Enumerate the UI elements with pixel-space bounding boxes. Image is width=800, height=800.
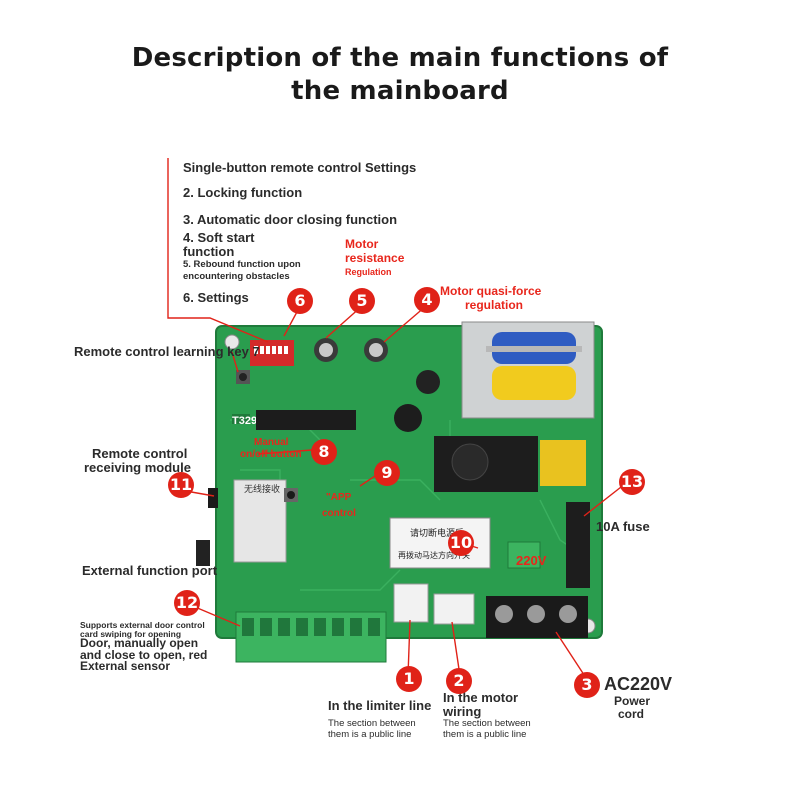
v220-label: 220V	[516, 553, 547, 568]
motor-wiring-label-1: In the motor	[443, 690, 519, 705]
app-label-1: "APP	[326, 492, 352, 503]
learning-key-label: Remote control learning key 7	[74, 344, 260, 359]
power-label-2: cord	[618, 707, 645, 721]
model-label: T329	[232, 415, 257, 427]
fuse-holder	[566, 502, 590, 588]
limiter-note-1: The section between	[328, 718, 416, 729]
door-label-1: Door, manually open	[80, 636, 199, 650]
quasi-force-label-2: regulation	[465, 298, 524, 312]
dip-item-1: Single-button remote control Settings	[183, 160, 417, 175]
receiving-label-1: Remote control	[92, 446, 188, 461]
module-text: 无线接收	[244, 483, 280, 494]
badge-11: 11	[168, 472, 194, 498]
badge-4: 4	[414, 287, 440, 313]
motor-note-2: them is a public line	[443, 729, 527, 740]
sensor-label: External sensor	[80, 659, 171, 673]
badge-5: 5	[349, 288, 375, 314]
dip-item-3: 3. Automatic door closing function	[183, 212, 398, 227]
power-terminal	[486, 596, 588, 638]
app-label-2: control	[322, 508, 356, 519]
dip-item-2: 2. Locking function	[183, 185, 303, 200]
badge-1: 1	[396, 666, 422, 692]
motor-resistance-label-2: resistance	[345, 251, 405, 265]
quasi-force-label-1: Motor quasi-force	[440, 284, 542, 298]
badge-10: 10	[448, 530, 474, 556]
badge-6: 6	[287, 288, 313, 314]
power-label-1: Power	[614, 694, 651, 708]
receiving-label-2: receiving module	[84, 460, 191, 475]
badge-13: 13	[619, 469, 645, 495]
door-label-2: and close to open, red	[80, 648, 208, 662]
badge-9: 9	[374, 460, 400, 486]
badge-3: 3	[574, 672, 600, 698]
fuse-label: 10A fuse	[596, 519, 650, 534]
badge-12: 12	[174, 590, 200, 616]
svg-text:再拨动马达方向开关: 再拨动马达方向开关	[398, 550, 470, 560]
dip-item-4b: function	[183, 244, 235, 259]
supports-label-1: Supports external door control	[80, 620, 205, 630]
motor-resistance-label-3: Regulation	[345, 267, 392, 277]
external-terminal-block	[235, 611, 387, 663]
external-port-label: External function port	[82, 563, 218, 578]
motor-note-1: The section between	[443, 718, 531, 729]
title-line-1: Description of the main functions of	[131, 43, 669, 73]
title-line-2: the mainboard	[291, 76, 509, 106]
limiter-label: In the limiter line	[328, 698, 432, 713]
dip-item-5b: encountering obstacles	[183, 271, 290, 282]
dip-item-6: 6. Settings	[183, 290, 249, 305]
receiver-module	[233, 479, 287, 563]
motor-resistance-label-1: Motor	[345, 237, 379, 251]
manual-label-2: on/off button	[240, 449, 302, 460]
limiter-note-2: them is a public line	[328, 729, 412, 740]
dip-item-5a: 5. Rebound function upon	[183, 259, 301, 270]
warning-label	[389, 517, 491, 569]
limiter-connector	[393, 583, 429, 623]
transformer	[461, 321, 595, 419]
svg-text:请切断电源后: 请切断电源后	[410, 527, 464, 538]
motor-wiring-label-2: wiring	[443, 704, 482, 719]
manual-label-1: Manual	[254, 437, 289, 448]
badge-2: 2	[446, 668, 472, 694]
badge-8: 8	[311, 439, 337, 465]
ac220v-label: AC220V	[604, 674, 673, 694]
supports-label-2: card swiping for opening	[80, 629, 182, 639]
dip-item-4a: 4. Soft start	[183, 230, 255, 245]
